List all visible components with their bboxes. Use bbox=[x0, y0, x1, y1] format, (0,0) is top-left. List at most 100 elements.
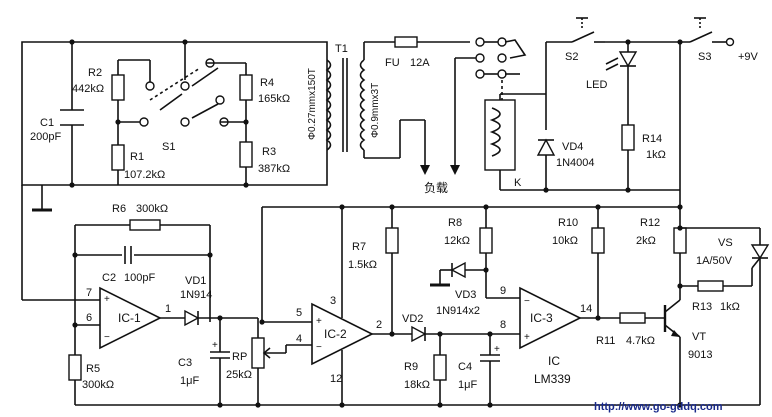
ic1-opamp: + − bbox=[99, 286, 162, 350]
r9-value: 18kΩ bbox=[404, 379, 430, 391]
relay-label: K bbox=[514, 177, 522, 189]
r7-resistor bbox=[385, 227, 399, 254]
ic3-label: IC-3 bbox=[530, 311, 553, 325]
r3-label: R3 bbox=[262, 146, 276, 158]
load-label: 负载 bbox=[424, 181, 448, 195]
junction-r12-top bbox=[677, 204, 683, 210]
t1-primary-label: Φ0.27mmx150T bbox=[307, 68, 318, 140]
vd2-diode bbox=[411, 325, 427, 343]
fuse-value: 12A bbox=[410, 57, 430, 69]
led-label: LED bbox=[586, 79, 607, 91]
r11-value: 4.7kΩ bbox=[626, 335, 655, 347]
relay-contacts bbox=[475, 37, 527, 79]
rp-wiper-arrow bbox=[262, 347, 271, 359]
vd1-value: 1N914 bbox=[180, 289, 212, 301]
junction-r7-bottom bbox=[389, 331, 395, 337]
junction-rp-bottom bbox=[255, 402, 261, 408]
r2-resistor bbox=[111, 74, 125, 101]
vd2-label: VD2 bbox=[402, 313, 423, 325]
load-arrow-left bbox=[420, 165, 430, 175]
r7-label: R7 bbox=[352, 241, 366, 253]
r12-value: 2kΩ bbox=[636, 235, 656, 247]
s2-label: S2 bbox=[565, 51, 578, 63]
vt-label: VT bbox=[692, 331, 706, 343]
r11-label: R11 bbox=[596, 335, 615, 347]
svg-text:−: − bbox=[104, 332, 110, 343]
r10-resistor bbox=[591, 227, 605, 254]
r3-resistor bbox=[239, 141, 253, 168]
junction-dots-bottom bbox=[339, 225, 683, 408]
r4-resistor bbox=[239, 74, 253, 101]
ic2-opamp: + − bbox=[311, 302, 374, 366]
svg-text:+: + bbox=[316, 316, 322, 327]
junction-c3-bottom bbox=[217, 402, 223, 408]
c2-capacitor bbox=[124, 246, 132, 264]
ic3-pin8: 8 bbox=[500, 319, 506, 331]
c1-label: C1 bbox=[40, 117, 54, 129]
r13-label: R13 bbox=[692, 301, 712, 313]
ic3-pin14: 14 bbox=[580, 303, 592, 315]
c3-capacitor bbox=[210, 351, 230, 359]
r10-value: 10kΩ bbox=[552, 235, 578, 247]
r11-resistor bbox=[619, 312, 646, 324]
s2-switch bbox=[571, 17, 605, 43]
ic2-pin3: 3 bbox=[330, 295, 336, 307]
vs-value: 1A/50V bbox=[696, 255, 733, 267]
s3-switch bbox=[689, 17, 726, 43]
c1-capacitor bbox=[60, 109, 84, 126]
load-arrow-right bbox=[450, 165, 460, 175]
r2-label: R2 bbox=[88, 67, 102, 79]
s1-label: S1 bbox=[162, 141, 175, 153]
svg-text:+: + bbox=[104, 294, 110, 305]
r13-resistor bbox=[697, 280, 724, 292]
r1-label: R1 bbox=[130, 151, 144, 163]
t1-secondary-label: Φ0.9mmx3T bbox=[370, 83, 381, 138]
svg-text:−: − bbox=[524, 296, 530, 307]
s1-switch bbox=[139, 58, 229, 127]
r5-value: 300kΩ bbox=[82, 379, 114, 391]
rp-label: RP bbox=[232, 351, 247, 363]
junction-c2-right bbox=[207, 252, 213, 258]
r1-value: 107.2kΩ bbox=[124, 169, 165, 181]
ic-part-number: LM339 bbox=[534, 372, 571, 386]
junction-c4-top bbox=[487, 331, 493, 337]
ic2-pin5: 5 bbox=[296, 307, 302, 319]
r5-resistor bbox=[68, 354, 82, 381]
ic1-pin1: 1 bbox=[165, 303, 171, 315]
vs-label: VS bbox=[718, 237, 733, 249]
r9-label: R9 bbox=[404, 361, 418, 373]
c2-label: C2 bbox=[102, 272, 116, 284]
junction-r8-top bbox=[483, 204, 489, 210]
vd1-label: VD1 bbox=[185, 275, 206, 287]
relay-coil-k bbox=[484, 99, 516, 171]
junction-dots-top bbox=[69, 39, 249, 188]
vd1-diode bbox=[184, 309, 200, 327]
watermark-url: http://www.go-gddq.com bbox=[594, 401, 723, 413]
ic2-pin4: 4 bbox=[296, 333, 302, 345]
c4-label: C4 bbox=[458, 361, 472, 373]
r14-value: 1kΩ bbox=[646, 149, 666, 161]
c3-plus: + bbox=[212, 340, 218, 351]
ic1-pin6: 6 bbox=[86, 312, 92, 324]
ic1-pin7: 7 bbox=[86, 287, 92, 299]
top-loop-wire bbox=[21, 41, 328, 186]
r6-value: 300kΩ bbox=[136, 203, 168, 215]
r10-label: R10 bbox=[558, 217, 578, 229]
r6-label: R6 bbox=[112, 203, 126, 215]
vd4-label: VD4 bbox=[562, 141, 583, 153]
rp-potentiometer bbox=[251, 337, 265, 369]
top-section-wires bbox=[21, 41, 328, 301]
vd3-diode bbox=[450, 261, 466, 279]
led-diode bbox=[605, 51, 638, 71]
c4-plus: + bbox=[494, 344, 500, 355]
r14-resistor bbox=[621, 124, 635, 151]
vd4-value: 1N4004 bbox=[556, 157, 595, 169]
vd3-value: 1N914x2 bbox=[436, 305, 480, 317]
r8-value: 12kΩ bbox=[444, 235, 470, 247]
ic2-pin12: 12 bbox=[330, 373, 342, 385]
supply-terminal bbox=[725, 37, 735, 47]
junction-r13 bbox=[677, 283, 683, 289]
s3-label: S3 bbox=[698, 51, 711, 63]
c2-value: 100pF bbox=[124, 272, 155, 284]
vt-transistor bbox=[663, 299, 681, 338]
